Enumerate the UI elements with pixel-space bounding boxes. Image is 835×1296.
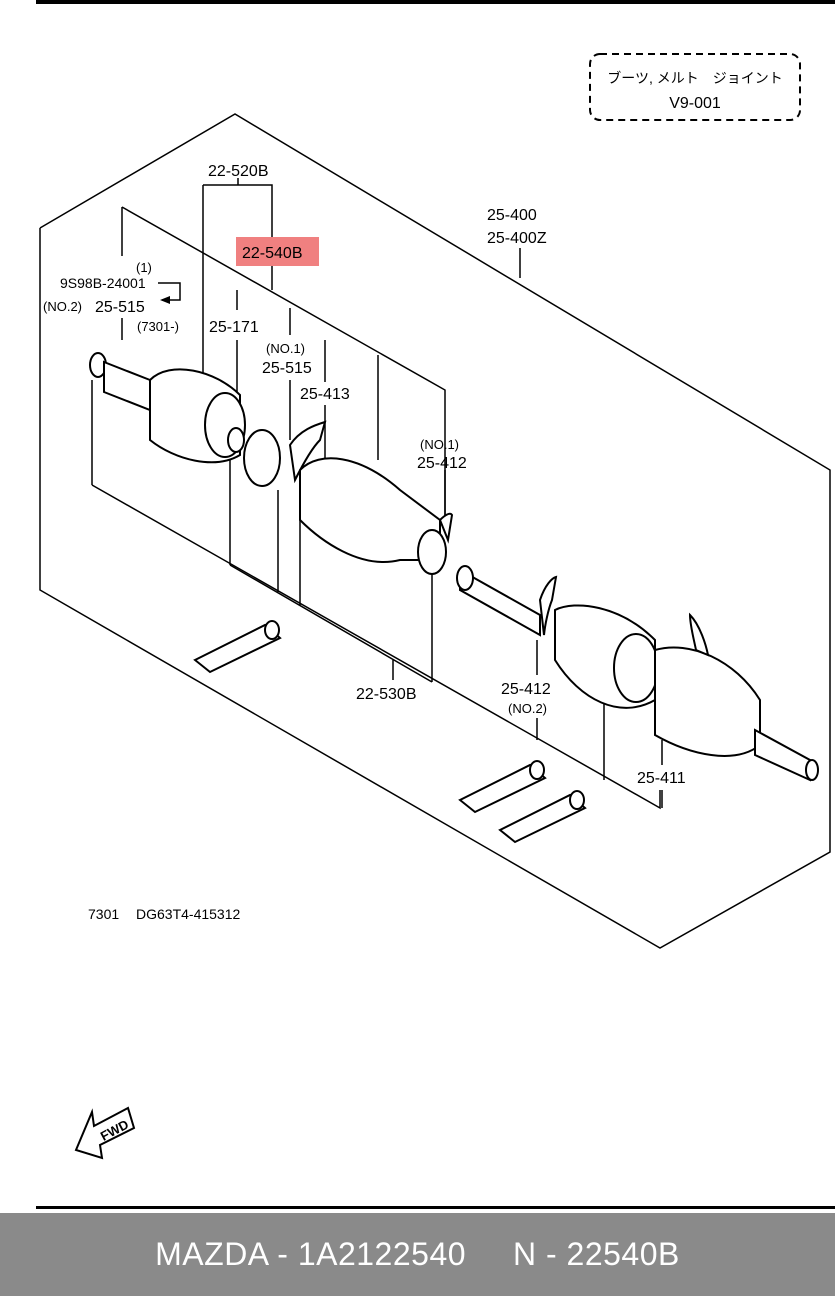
label-25-411[interactable]: 25-411 [637, 770, 686, 787]
label-25-515-a[interactable]: 25-515 [95, 299, 145, 316]
spline-stub-left [103, 360, 151, 412]
label-22-530b[interactable]: 22-530B [356, 686, 417, 703]
boot-band-2 [438, 512, 454, 544]
grease-tubes [193, 620, 587, 844]
label-qty-1: (1) [136, 260, 152, 275]
grease-tube-1 [193, 623, 282, 674]
label-25-171[interactable]: 25-171 [209, 319, 259, 336]
assembly-outline [39, 113, 831, 949]
label-25-400[interactable]: 25-400 [487, 207, 537, 224]
top-rule [36, 0, 835, 4]
shaft-parts [89, 352, 819, 782]
outer-boot-mouth [613, 633, 659, 703]
title-box-border [589, 53, 801, 121]
boot-band-4 [688, 612, 710, 657]
snap-ring-inner [227, 427, 245, 453]
boot-band-1 [288, 420, 327, 484]
shaft-spline [456, 565, 474, 591]
footer-bar: MAZDA - 1A2122540 N - 22540B [0, 1213, 835, 1296]
label-25-412-a[interactable]: 25-412 [417, 455, 467, 472]
boot-band-3 [538, 575, 558, 636]
grease-tube-3 [498, 793, 587, 844]
title-box-line1: ブーツ, メルト ジョイント [607, 70, 783, 86]
label-9s98b-24001[interactable]: 9S98B-24001 [60, 275, 146, 291]
label-25-412-b[interactable]: 25-412 [501, 681, 551, 698]
grease-tube-3-cap [569, 790, 585, 810]
title-box: ブーツ, メルト ジョイント V9-001 [589, 53, 801, 121]
boot-small-end [417, 529, 447, 575]
grease-tube-2-cap [529, 760, 545, 780]
label-25-515-b[interactable]: 25-515 [262, 360, 312, 377]
title-box-line2: V9-001 [669, 95, 721, 112]
diagram-code-left: 7301 [88, 906, 119, 922]
label-no2-a: (NO.2) [43, 299, 82, 314]
label-7301: (7301-) [137, 319, 179, 334]
label-22-520b[interactable]: 22-520B [208, 163, 269, 180]
part-labels: 22-520B 22-540B 25-400 25-400Z (1) 9S98B… [43, 163, 686, 787]
stub-end-right [805, 759, 819, 781]
label-25-413[interactable]: 25-413 [300, 386, 350, 403]
label-no2-b: (NO.2) [508, 701, 547, 716]
outer-joint [654, 646, 761, 757]
tripod-joint [243, 429, 281, 487]
grease-tube-1-cap [264, 620, 280, 640]
label-no1-b: (NO.1) [420, 437, 459, 452]
label-no1-a: (NO.1) [266, 341, 305, 356]
label-25-400z[interactable]: 25-400Z [487, 230, 547, 247]
diagram-code-right: DG63T4-415312 [136, 906, 241, 922]
grease-tube-2 [458, 763, 547, 814]
highlight-part-22-540b[interactable] [236, 237, 319, 266]
label-22-540b[interactable]: 22-540B [242, 245, 303, 262]
footer-part-numbers: MAZDA - 1A2122540 N - 22540B [155, 1236, 680, 1272]
fwd-arrow-icon: FWD [74, 1106, 136, 1160]
bottom-rule [36, 1206, 835, 1209]
spline-stub-right [754, 728, 811, 782]
